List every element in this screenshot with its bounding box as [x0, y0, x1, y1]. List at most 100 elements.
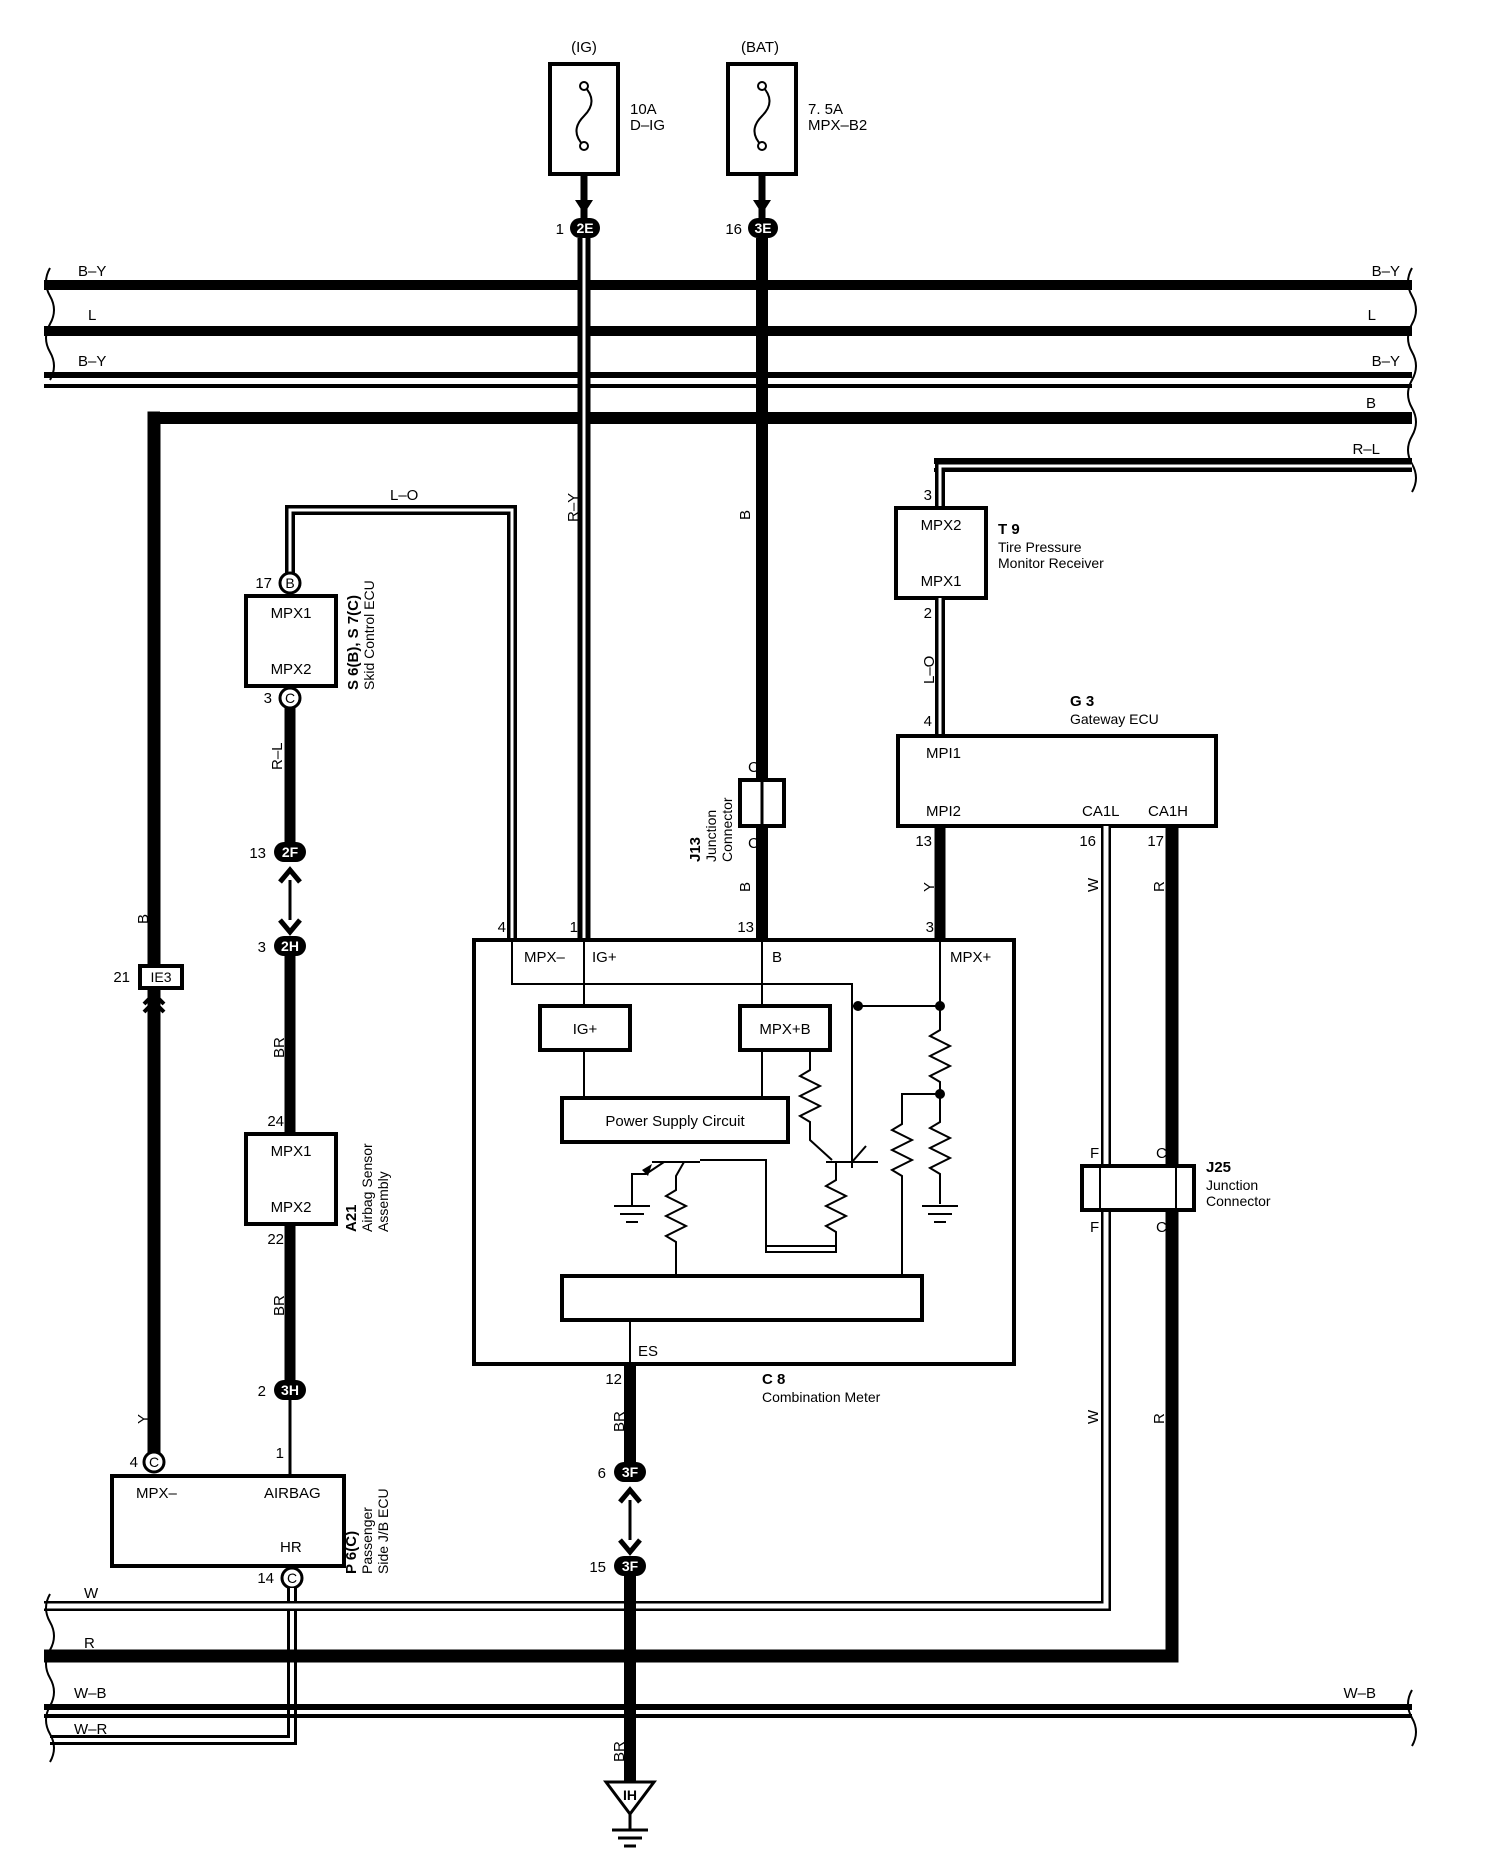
wire-skid-top-stripe: [288, 508, 514, 940]
bus-label-b-right: B: [1366, 395, 1376, 412]
j25-pin-tl: F: [1090, 1145, 1099, 1162]
wire-t9-top: [935, 461, 1412, 508]
bus-label-b-y-2-left: B–Y: [78, 353, 106, 370]
fuse-ig-terminal: [579, 81, 589, 91]
connector-3F-top-shape: [614, 1462, 646, 1482]
wire-t9-top-stripe: [938, 464, 1412, 508]
p6-conn-hr-letter: C: [287, 1570, 297, 1586]
meter-box-ig-label: IG+: [573, 1021, 598, 1038]
combination-meter: 4 1 13 3 MPX– IG+ B MPX+ IG+ MPX+B Power…: [472, 919, 1016, 1405]
meter-resistor-5: [927, 1094, 953, 1204]
bus-break-left-top: [45, 267, 55, 381]
connector-2H-arrow: [278, 918, 302, 936]
j13-pin-bottom: C: [748, 835, 759, 852]
meter-int-mpxm: [511, 940, 853, 1162]
t9-id: T 9: [998, 521, 1020, 538]
meter-pin-mpxm: MPX–: [524, 949, 566, 966]
meter-transistor2-emitter: [631, 1161, 665, 1206]
t9-num-top: 3: [924, 487, 932, 504]
t9-pin-top: MPX2: [921, 517, 962, 534]
connector-IE3-box: [138, 964, 184, 990]
arrow-ig: [575, 200, 593, 214]
j25-pin-br: C: [1156, 1219, 1167, 1236]
meter-pin-mpxp: MPX+: [950, 949, 992, 966]
bus-b-y-1: [44, 280, 1412, 290]
skid-box: [244, 594, 338, 688]
j25-name2: Connector: [1206, 1193, 1271, 1209]
junction-connector-j13: C C J13 Junction Connector: [687, 759, 786, 862]
wire-r: [44, 826, 1179, 1663]
fuse-ig-element: [575, 85, 593, 147]
j13-name2: Connector: [719, 797, 735, 862]
t9-box: [894, 506, 988, 600]
bus-break-left-bottom: [45, 1593, 55, 1763]
wire-label-w-lower: W: [1085, 1409, 1102, 1424]
connector-IE3-pin: 21: [113, 969, 130, 986]
g3-id: G 3: [1070, 693, 1094, 710]
meter-int-wire: [765, 1160, 836, 1247]
p6-name1: Passenger: [359, 1507, 375, 1574]
airbag-id: A21: [343, 1204, 360, 1232]
connector-2E-pin: 1: [556, 221, 564, 238]
skid-conn-bottom-letter: C: [285, 690, 295, 706]
wire-label-skid-top: L–O: [390, 487, 418, 504]
p6-num-airbag: 1: [276, 1445, 284, 1462]
connector-3F-top-pin: 6: [598, 1465, 606, 1482]
skid-conn-top: [278, 571, 302, 595]
wire-label-airbag-bottom: BR: [271, 1295, 288, 1316]
connector-IE3-arrow: [142, 991, 166, 1006]
meter-node: [853, 1001, 863, 1011]
fuse-bat-source-label: (BAT): [741, 39, 779, 56]
connector-3E: 3E 16: [725, 218, 778, 238]
connector-2F-id: 2F: [282, 844, 299, 860]
connector-IE3-arrow: [142, 999, 166, 1014]
meter-box-psc-label: Power Supply Circuit: [605, 1113, 745, 1130]
wire-label-r-lower: R: [1151, 1413, 1168, 1424]
p6-id: P 6(C): [343, 1531, 360, 1574]
connector-3F-bottom-pin: 15: [589, 1559, 606, 1576]
gateway-ecu: G 3 Gateway ECU 4 MPI1 MPI2 CA1L CA1H 13…: [896, 693, 1218, 850]
meter-int-wire: [901, 1093, 940, 1112]
connector-3F-bottom-arrow: [618, 1538, 642, 1556]
airbag-name2: Assembly: [375, 1171, 391, 1232]
bus-break-right-bottom: [1407, 1689, 1417, 1747]
meter-resistor-1: [797, 1050, 833, 1161]
connector-2F-pin: 13: [249, 845, 266, 862]
bus-label-r-l-right: R–L: [1352, 441, 1380, 458]
skid-pin-top: MPX1: [271, 605, 312, 622]
meter-pin-b: B: [772, 949, 782, 966]
fuse-bat: (BAT) 7. 5A MPX–B2: [726, 39, 867, 176]
meter-transistor2-arrow: [642, 1164, 652, 1176]
j25-name1: Junction: [1206, 1177, 1258, 1193]
ground-IH-id: IH: [623, 1787, 637, 1803]
meter-box-psc: [560, 1096, 790, 1144]
fuse-ig-name: D–IG: [630, 117, 665, 134]
connector-2E: 2E 1: [556, 218, 600, 238]
arrow-bat: [753, 200, 771, 214]
wire-label-t9-down: L–O: [921, 656, 938, 684]
wire-skid-top: [285, 505, 517, 940]
p6-num-mpx: 4: [130, 1454, 138, 1471]
g3-pin-ca1l: CA1L: [1082, 803, 1120, 820]
connector-3H: 3H 2: [258, 1380, 306, 1400]
connector-IE3: IE3 21: [113, 964, 184, 1014]
bus-w-b-2: [44, 1714, 1412, 1718]
connector-3F-bottom-shape: [614, 1556, 646, 1576]
connector-3E-shape: [748, 218, 778, 238]
airbag-num-top: 24: [267, 1113, 284, 1130]
wire-label-left-lower: Y: [135, 1414, 152, 1424]
wire-left-main: [147, 411, 161, 1462]
g3-pin-ca1h: CA1H: [1148, 803, 1188, 820]
wire-label-left-upper: B: [135, 914, 152, 924]
connector-3H-id: 3H: [281, 1382, 299, 1398]
bus-w-b: [44, 1704, 1412, 1710]
wire-bat-lower: [756, 826, 768, 946]
bus-label-w-b-right: W–B: [1343, 1685, 1376, 1702]
airbag-name1: Airbag Sensor: [359, 1143, 375, 1232]
fuse-ig-rating: 10A: [630, 101, 657, 118]
bus-label-b-y-1-right: B–Y: [1372, 263, 1400, 280]
fuse-bat-rating: 7. 5A: [808, 101, 843, 118]
t9-name1: Tire Pressure: [998, 539, 1082, 555]
fuse-ig: (IG) 10A D–IG: [548, 39, 665, 176]
g3-pin-mpi2: MPI2: [926, 803, 961, 820]
